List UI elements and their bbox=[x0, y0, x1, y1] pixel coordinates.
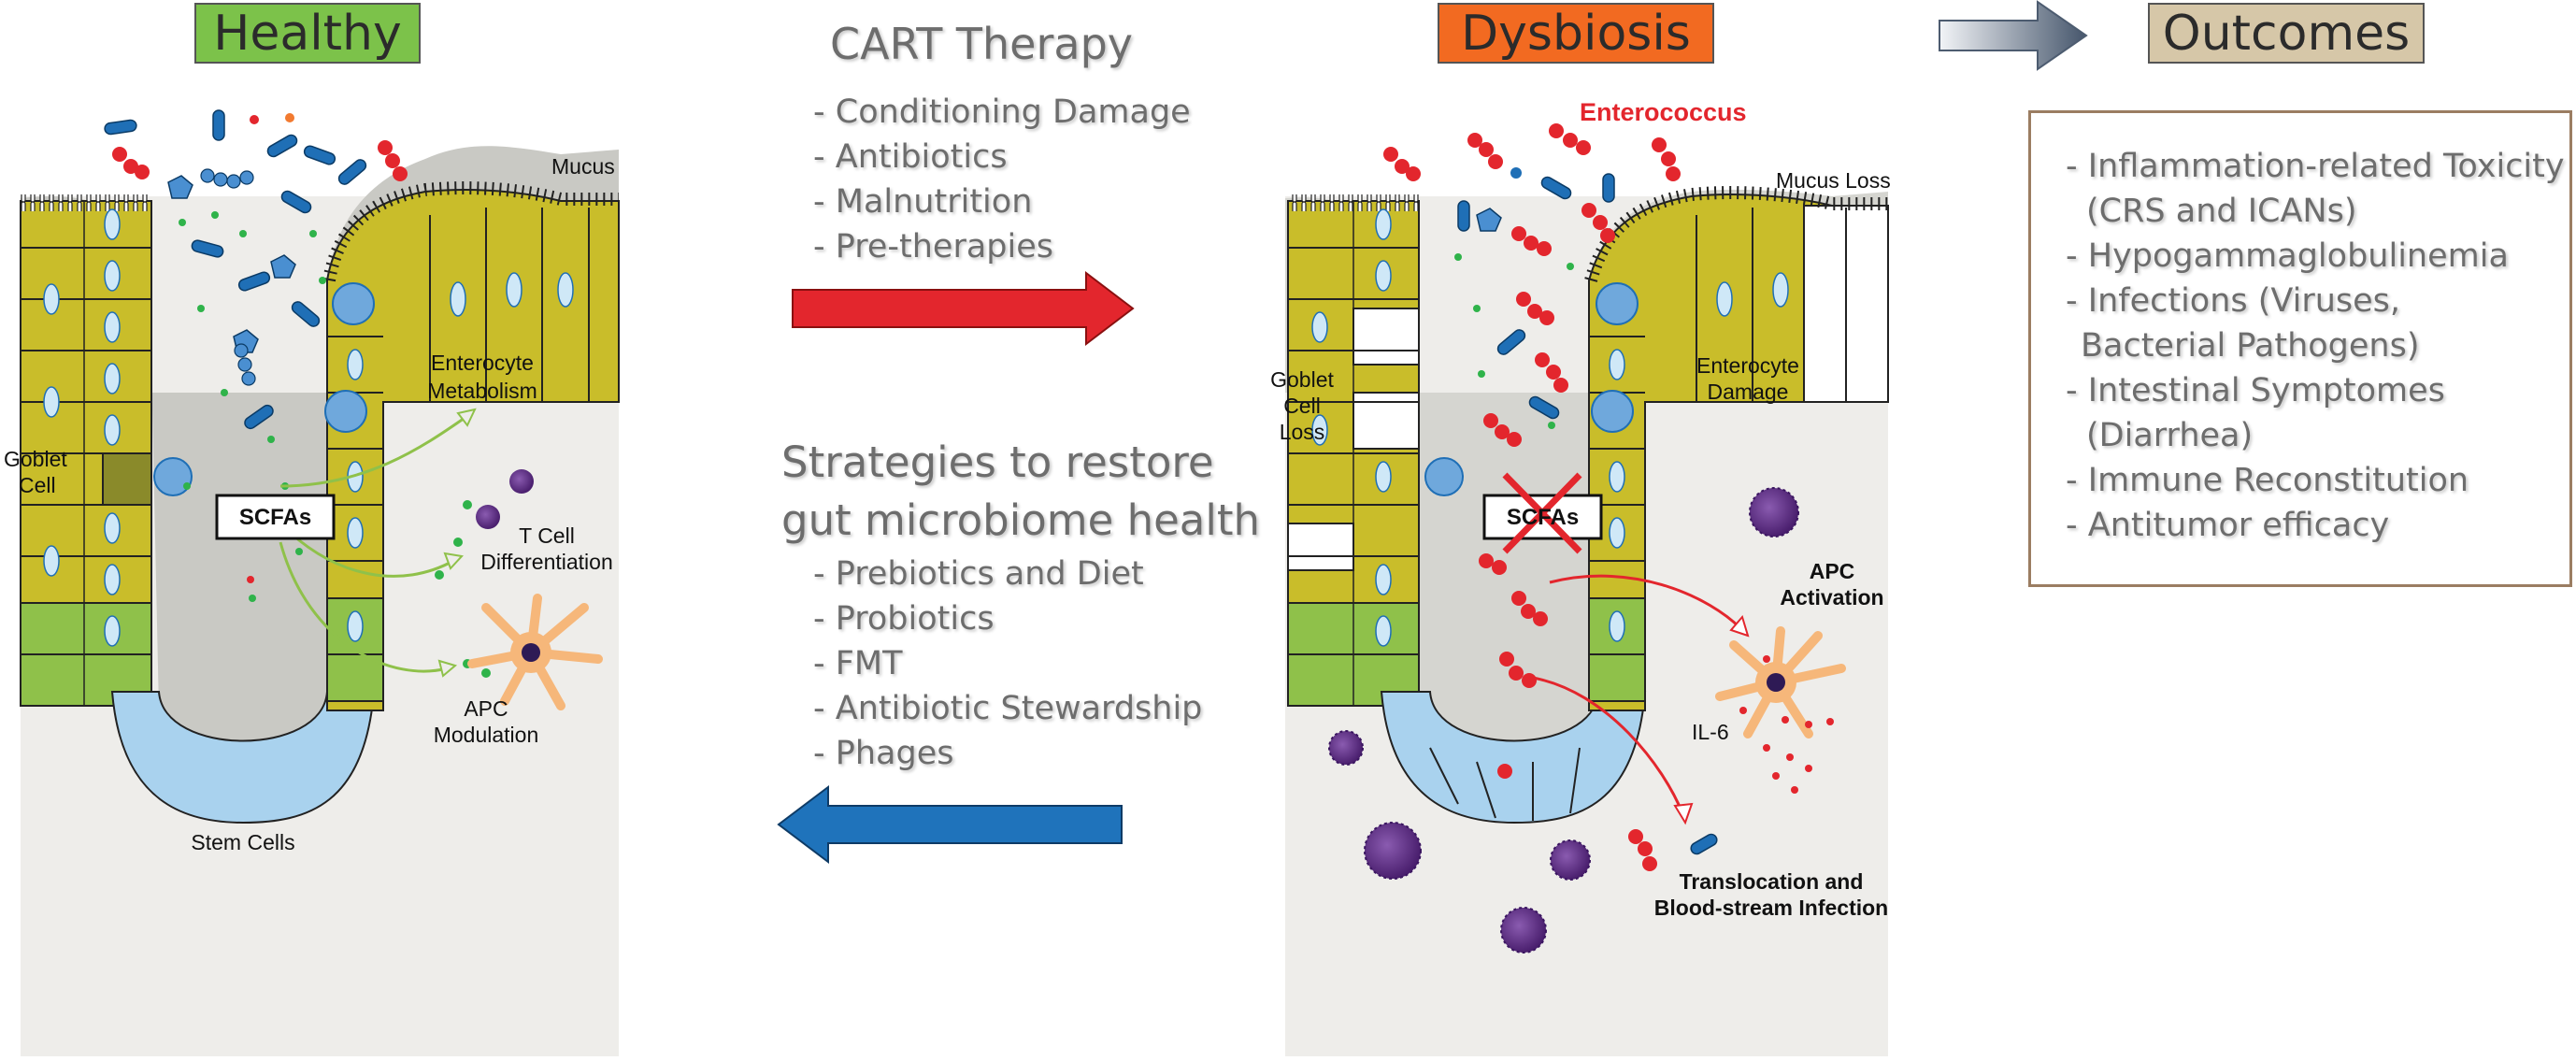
strategies-title-line2: gut microbiome health bbox=[781, 495, 1261, 545]
enterococcus-chains bbox=[1383, 123, 1681, 871]
outcome-item: (CRS and ICANs) bbox=[2086, 193, 2357, 230]
dysbiosis-tag: Dysbiosis bbox=[1438, 3, 1714, 64]
cart-right-arrow bbox=[792, 270, 1135, 347]
il6-label: IL-6 bbox=[1692, 720, 1729, 744]
apc-signal-arrow bbox=[279, 541, 448, 673]
goblet-loss-label-1: Goblet bbox=[1270, 367, 1334, 392]
outcome-item: (Diarrhea) bbox=[2086, 417, 2254, 454]
enterocyte-damage-label-1: Enterocyte bbox=[1696, 353, 1799, 378]
il6-dots bbox=[1739, 655, 1834, 794]
enterocyte-metabolism-label-2: Metabolism bbox=[427, 379, 537, 403]
apc-activation-arrow bbox=[1549, 574, 1742, 630]
outcome-item: - Hypogammaglobulinemia bbox=[2066, 237, 2509, 275]
outcome-item: - Infections (Viruses, bbox=[2066, 282, 2401, 320]
cart-item: - Malnutrition bbox=[813, 183, 1033, 221]
strategies-item: - Antibiotic Stewardship bbox=[813, 690, 1203, 727]
t-cell-icon bbox=[476, 505, 500, 529]
strategies-item: - Probiotics bbox=[813, 600, 995, 638]
outcome-item: - Intestinal Symptomes bbox=[2066, 372, 2445, 409]
goblet-mucus-granule bbox=[153, 457, 193, 496]
stem-cells-label: Stem Cells bbox=[191, 830, 295, 854]
dysbiosis-other-microbes bbox=[1454, 167, 1718, 855]
goblet-loss-label-3: Loss bbox=[1279, 420, 1325, 444]
healthy-tag-label: Healthy bbox=[213, 5, 402, 62]
healthy-scfa-box bbox=[215, 494, 336, 540]
healthy-tag: Healthy bbox=[194, 3, 421, 64]
enterocyte-metabolism-label-1: Enterocyte bbox=[431, 351, 534, 375]
goblet-mucus-granule bbox=[324, 390, 367, 433]
dysbiosis-panel bbox=[1285, 123, 1889, 1056]
tcell-signal-arrow bbox=[279, 522, 454, 578]
translocation-label-2: Blood-stream Infection bbox=[1653, 896, 1889, 920]
dysbiosis-stem-cell-zone bbox=[1380, 691, 1647, 824]
goblet-label-2: Cell bbox=[19, 473, 56, 497]
goblet-mucus-granule bbox=[1424, 457, 1464, 496]
translocation-arrow bbox=[1532, 676, 1684, 814]
cart-title: CART Therapy bbox=[830, 19, 1133, 69]
outcomes-box bbox=[2028, 110, 2572, 587]
outcome-item: - Immune Reconstitution bbox=[2066, 462, 2469, 499]
apc-activation-label-2: Activation bbox=[1780, 585, 1884, 609]
dysbiosis-right-epithelium bbox=[1584, 186, 1889, 711]
healthy-panel bbox=[20, 109, 620, 1056]
tcell-label-2: Differentiation bbox=[480, 550, 613, 574]
strategies-item: - FMT bbox=[813, 645, 903, 682]
strategies-item: - Phages bbox=[813, 735, 954, 772]
activated-apc-icon bbox=[1715, 626, 1846, 738]
goblet-mucus-granule bbox=[332, 282, 375, 325]
outcome-item: Bacterial Pathogens) bbox=[2081, 327, 2420, 365]
dysbiosis-tag-label: Dysbiosis bbox=[1461, 5, 1691, 62]
apc-modulation-label-1: APC bbox=[464, 696, 508, 721]
dysbiosis-scfa-label: SCFAs bbox=[1506, 505, 1580, 530]
healthy-right-epithelium bbox=[322, 181, 620, 711]
goblet-mucus-granule bbox=[1596, 282, 1639, 325]
outcome-item: - Antitumor efficacy bbox=[2066, 507, 2390, 544]
cart-item: - Pre-therapies bbox=[813, 228, 1054, 265]
strategies-title-line1: Strategies to restore bbox=[781, 437, 1214, 487]
apc-activation-label-1: APC bbox=[1809, 559, 1855, 583]
translocation-label-1: Translocation and bbox=[1679, 869, 1864, 894]
tcell-label-1: T Cell bbox=[519, 523, 575, 548]
healthy-scfa-label: SCFAs bbox=[238, 505, 312, 530]
outcome-item: - Inflammation-related Toxicity bbox=[2066, 148, 2565, 185]
enterocyte-signal-arrow bbox=[279, 414, 468, 488]
goblet-loss-label-2: Cell bbox=[1283, 394, 1321, 418]
apc-modulation-label-2: Modulation bbox=[433, 723, 539, 747]
enterococcus-label: Enterococcus bbox=[1580, 98, 1747, 126]
scfa-cross-icon bbox=[1502, 472, 1582, 554]
purple-immune-cells bbox=[1328, 487, 1799, 953]
healthy-lumen-microbes bbox=[104, 109, 491, 678]
cart-item: - Conditioning Damage bbox=[813, 93, 1191, 131]
mucus-loss-label: Mucus Loss bbox=[1776, 168, 1891, 193]
restore-left-arrow bbox=[777, 784, 1123, 865]
apc-dendritic-cell-icon bbox=[467, 594, 603, 710]
enterocyte-damage-label-2: Damage bbox=[1707, 380, 1789, 404]
outcomes-tag: Outcomes bbox=[2148, 3, 2425, 64]
cart-item: - Antibiotics bbox=[813, 138, 1008, 176]
outcomes-tag-label: Outcomes bbox=[2162, 5, 2411, 62]
mucus-label: Mucus bbox=[551, 154, 615, 179]
t-cell-icon bbox=[509, 469, 534, 494]
outcomes-gray-arrow bbox=[1939, 0, 2088, 71]
dysbiosis-left-epithelium bbox=[1287, 194, 1464, 707]
goblet-label-1: Goblet bbox=[4, 447, 67, 471]
strategies-item: - Prebiotics and Diet bbox=[813, 555, 1144, 593]
healthy-left-epithelium bbox=[20, 194, 193, 707]
goblet-mucus-granule bbox=[1591, 390, 1634, 433]
healthy-stem-cell-zone bbox=[110, 691, 376, 824]
